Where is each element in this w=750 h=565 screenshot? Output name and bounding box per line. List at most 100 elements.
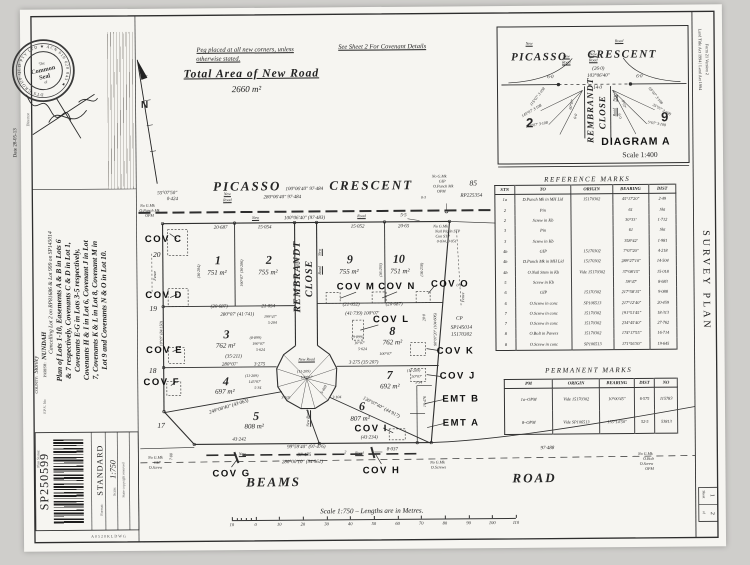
covenant-label: COV I <box>354 424 387 434</box>
plan-annotation: (36·293) <box>379 263 383 277</box>
plan-annotation: OPM <box>437 189 446 193</box>
covenant-label: COV H <box>363 466 401 476</box>
scalebar-tick-label: 90 <box>466 520 471 525</box>
covenant-label: COV E <box>146 346 183 356</box>
peg-note-line1: Peg placed at all new corners, unless <box>196 46 293 54</box>
scalebar-tick-label: 20 <box>301 522 306 527</box>
lot-number: 4 <box>223 375 229 387</box>
plan-annotation: N <box>141 101 148 111</box>
plan-annotation: 17 <box>157 422 165 430</box>
plan-annotation: 55°07'50″ <box>157 191 177 196</box>
diagram-annotation: CRESCENT <box>587 49 657 61</box>
scalebar-tick-label: 80 <box>443 520 448 525</box>
scalebar-tick-label: 0 <box>254 522 256 527</box>
parish-field: PARISH: NUNDAH <box>41 332 48 378</box>
lot-area: 762 m² <box>383 339 402 346</box>
plan-annotation: (11·209) <box>407 369 420 373</box>
covenant-label: EMT A <box>443 418 480 428</box>
diagram-annotation: (26·0) <box>592 67 604 72</box>
lot-area: 751 m² <box>207 270 226 277</box>
director-label: Director <box>25 113 30 126</box>
plan-annotation: Fence <box>461 292 465 302</box>
plan-annotation: 90°07'20″ (104·606) <box>433 313 437 346</box>
fpv-label: F.P.V. No <box>43 399 47 413</box>
plan-annotation: (9·899) <box>352 335 364 339</box>
plan-annotation: BEAMS <box>246 475 301 488</box>
covenant-label: COV J <box>440 371 476 381</box>
parish-label: PARISH: <box>42 362 47 377</box>
plan-annotation: ROAD <box>512 471 556 484</box>
plan-annotation: 100°06'40″ 97·484 <box>285 187 323 192</box>
diagram-annotation: Road <box>562 60 570 64</box>
plan-annotation: CLOSE <box>305 260 315 297</box>
north-arrow <box>137 60 157 184</box>
county-field: COUNTY: Stanley <box>34 356 40 394</box>
plan-annotation: (20·687) <box>211 305 228 310</box>
scalebar-tick-label: 50 <box>372 521 377 526</box>
plan-annotation: 10°07' <box>354 341 364 345</box>
format-label: Format: <box>100 504 104 516</box>
column-header: PM <box>504 379 553 388</box>
covenant-label: EMT B <box>442 394 479 404</box>
column-header: NO <box>655 378 678 387</box>
diagram-annotation: CLOSE <box>598 95 607 129</box>
lot-number: 9 <box>347 253 353 265</box>
diagram-annotation: PICASSO <box>511 52 567 63</box>
diagram-annotation: DIAGRAM A <box>601 136 670 147</box>
cancelling-note: Cancelling Lot 2 on RP81686 & Lot 999 on… <box>48 231 55 354</box>
plan-annotation: 20·0 <box>422 314 426 321</box>
lot-area: 755 m² <box>258 269 277 276</box>
diagram-annotation: 0°07' <box>621 99 627 108</box>
scalebar-tick-label: 110 <box>513 520 519 525</box>
plan-annotation: SP145014 <box>451 326 472 331</box>
plan-annotation: 50°07' <box>412 375 422 379</box>
plan-annotation: 19 <box>149 305 157 313</box>
plan-annotation: 100°06'40″ (97·483) <box>284 216 325 221</box>
column-header: BEARING <box>599 378 634 387</box>
plan-annotation: New <box>318 249 322 256</box>
sheet-total: 2 <box>709 512 715 515</box>
column-header: BEARING <box>612 184 648 193</box>
scalebar-tick-label: 100 <box>489 520 496 525</box>
sheet-of-label: of <box>702 511 706 514</box>
permanent-marks-title: PERMANENT MARKS <box>545 366 632 375</box>
lot-number: 2 <box>266 254 272 266</box>
plan-annotation: New <box>224 192 231 196</box>
plan-annotation: 43·242 <box>232 438 246 443</box>
scale-value: 1:750 <box>108 460 117 479</box>
county-label: COUNTY: <box>34 376 39 393</box>
plan-annotation: (11·209) <box>297 370 310 374</box>
column-header: STN <box>495 185 515 194</box>
plan-annotation: New <box>239 452 246 456</box>
covenant-label: COV M <box>337 282 376 292</box>
diagram-annotation: Scale 1:400 <box>622 151 657 159</box>
plan-annotation: 20·65 <box>398 224 409 229</box>
scale-label: Scale: <box>113 487 117 496</box>
plan-annotation: 100°07' <box>301 375 313 379</box>
lot-number: 5 <box>253 410 259 422</box>
plan-annotation: (20·687) <box>386 302 403 307</box>
plan-annotation: (36·258) <box>420 263 424 277</box>
lot-area: 697 m² <box>215 389 234 396</box>
plan-annotation: 5·624 <box>256 348 265 352</box>
drawing-number: A0520KLDWG <box>91 533 127 538</box>
plan-annotation: OPM <box>645 467 654 471</box>
acts-text: Land Title Act 1994 | Land Act 1994 <box>698 29 703 90</box>
plan-annotation: REMBRANDT <box>293 241 304 313</box>
diagram-annotation: New <box>613 95 617 102</box>
plan-annotation: 0·034, 0·051 <box>437 239 457 243</box>
covenant-label: COV F <box>143 378 180 388</box>
plan-annotation: 190°07' (36·286) <box>240 259 244 286</box>
plan-annotation: 280°07' (41·741) <box>220 312 254 317</box>
plan-annotation: 15170302 <box>451 333 472 338</box>
plan-annotation: 15·052 <box>351 225 365 230</box>
scalebar-tick-label: 10 <box>230 522 235 527</box>
plan-annotation: 3·275 (35·207) <box>349 360 379 365</box>
plan-annotation: Road <box>223 198 231 202</box>
covenant-label: COV D <box>145 291 183 301</box>
lot-number: 10 <box>393 253 405 265</box>
